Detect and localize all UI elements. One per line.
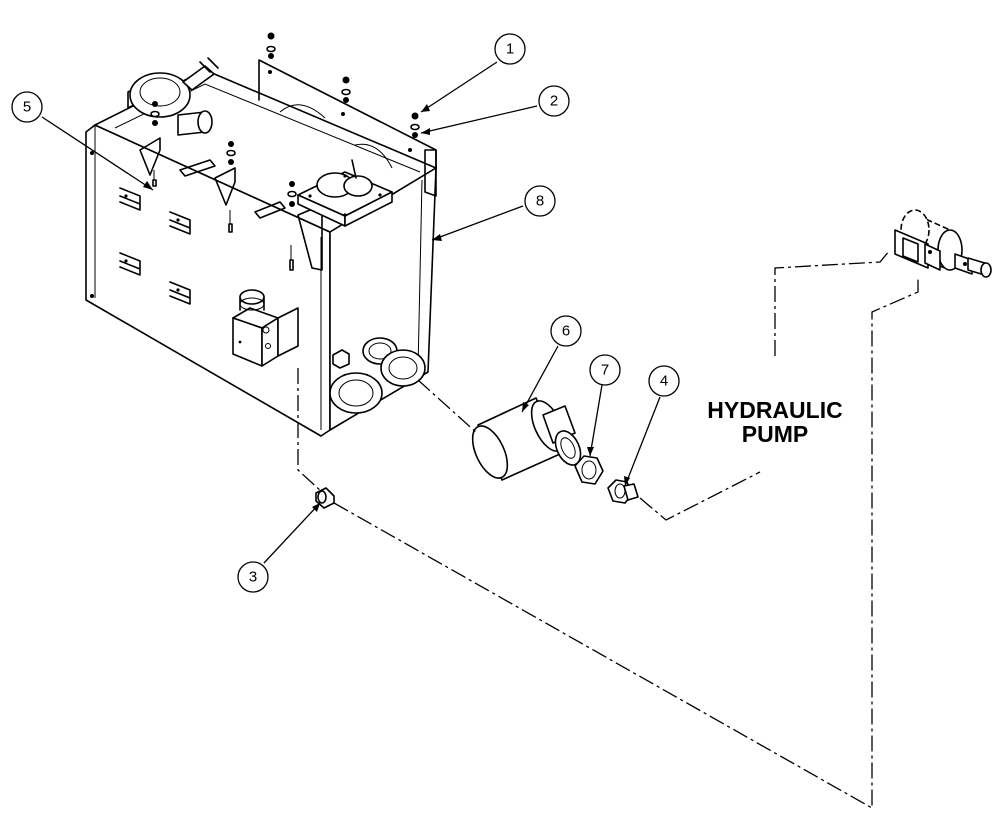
hydraulic-tank: [85, 59, 437, 437]
fastener-b: [341, 76, 351, 103]
leader-lines: [41, 61, 661, 564]
fastener-e: [226, 141, 236, 165]
callout-4: 4: [648, 365, 680, 397]
callout-6: 6: [550, 315, 582, 347]
lock-nut: [574, 455, 604, 485]
callout-3: 3: [237, 561, 269, 593]
slot-brackets: [119, 187, 191, 305]
callout-1-label: 1: [506, 41, 514, 58]
callout-8: 8: [524, 185, 556, 217]
pump-label-line-1: HYDRAULIC: [707, 397, 842, 423]
callout-8-label: 8: [536, 193, 544, 210]
return-filter-cap: [297, 159, 393, 227]
callout-2: 2: [538, 85, 570, 117]
pump-label-line-2: PUMP: [742, 421, 808, 447]
callout-2-label: 2: [550, 93, 558, 110]
adapter-fitting: [607, 479, 639, 504]
filler-breather-tee: [127, 57, 219, 136]
callout-7-label: 7: [601, 362, 609, 379]
callout-4-label: 4: [660, 373, 668, 390]
fastener-c: [410, 112, 420, 138]
suction-strainer: [471, 397, 582, 481]
fastener-f: [287, 181, 297, 207]
callout-5-label: 5: [23, 99, 31, 116]
valve-block: [232, 289, 299, 367]
tank-ports: [329, 337, 426, 414]
fastener-a: [266, 32, 276, 59]
fastener-d: [150, 101, 160, 126]
callout-3-label: 3: [249, 569, 257, 586]
hydraulic-pump: [894, 209, 992, 278]
callout-5: 5: [11, 91, 43, 123]
hydraulic-pump-label: HYDRAULIC PUMP: [707, 397, 842, 447]
callout-6-label: 6: [562, 323, 570, 340]
hose-routes: [297, 249, 919, 810]
callout-7: 7: [589, 354, 621, 386]
callout-1: 1: [494, 33, 526, 65]
top-fasteners: [150, 32, 420, 271]
